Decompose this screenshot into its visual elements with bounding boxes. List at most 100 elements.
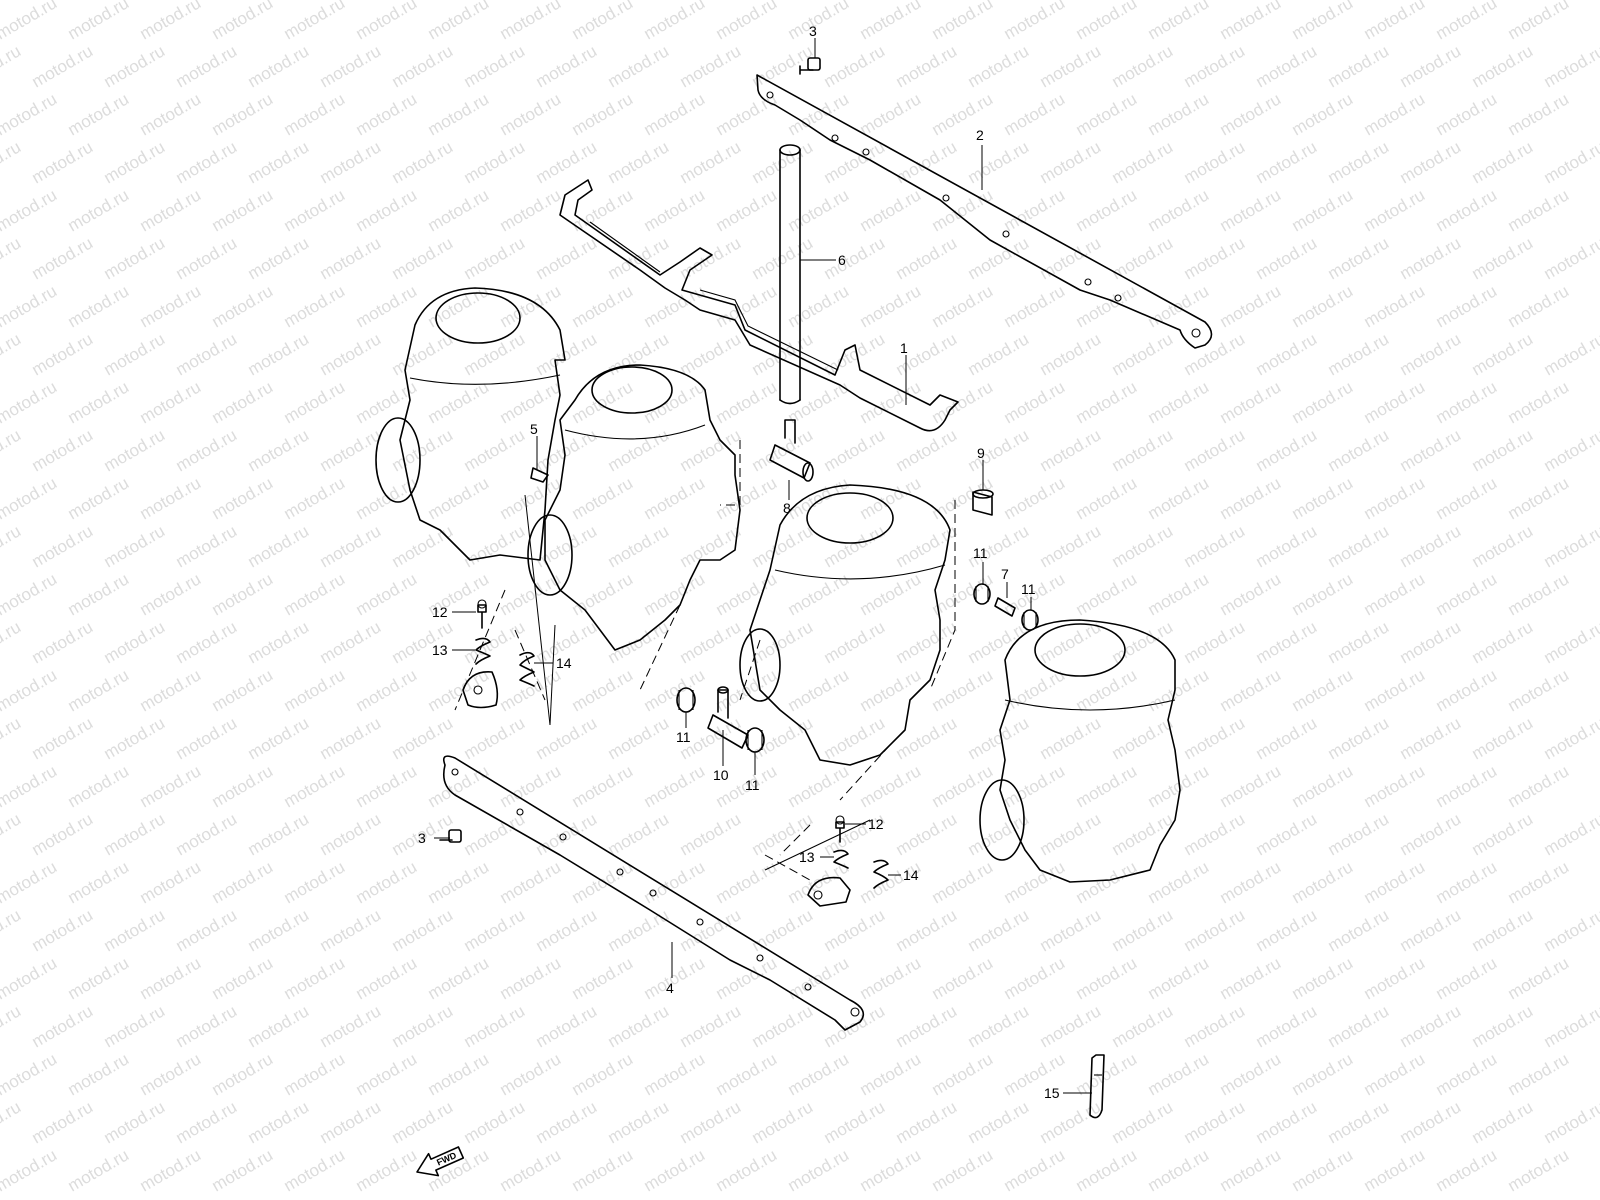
watermark-text: motod.ru xyxy=(29,329,97,379)
watermark-text: motod.ru xyxy=(1505,377,1573,427)
watermark-text: motod.ru xyxy=(353,473,421,523)
part-4-bottom-rail[interactable] xyxy=(442,755,865,1031)
part-14-spring-right[interactable] xyxy=(873,859,889,889)
watermark-text: motod.ru xyxy=(461,521,529,571)
watermark-text: motod.ru xyxy=(1541,233,1600,283)
part-3-screw-top[interactable] xyxy=(799,57,821,75)
watermark-text: motod.ru xyxy=(0,185,60,235)
watermark-text: motod.ru xyxy=(1253,233,1321,283)
watermark-text: motod.ru xyxy=(533,1001,601,1051)
watermark-text: motod.ru xyxy=(1541,329,1600,379)
watermark-text: motod.ru xyxy=(245,1001,313,1051)
watermark-text: motod.ru xyxy=(1217,569,1285,619)
part-2-top-rail[interactable] xyxy=(756,74,1213,349)
watermark-text: motod.ru xyxy=(965,41,1033,91)
watermark-text: motod.ru xyxy=(1253,809,1321,859)
watermark-text: motod.ru xyxy=(857,1049,925,1099)
watermark-text: motod.ru xyxy=(1289,185,1357,235)
watermark-text: motod.ru xyxy=(1001,761,1069,811)
watermark-text: motod.ru xyxy=(857,665,925,715)
callout-3-bottom: 3 xyxy=(418,830,426,846)
watermark-text: motod.ru xyxy=(353,1049,421,1099)
watermark-text: motod.ru xyxy=(1433,377,1501,427)
part-12-screw-left[interactable] xyxy=(477,599,487,629)
watermark-text: motod.ru xyxy=(281,89,349,139)
watermark-text: motod.ru xyxy=(209,185,277,235)
watermark-text: motod.ru xyxy=(65,665,133,715)
watermark-text: motod.ru xyxy=(173,713,241,763)
watermark-text: motod.ru xyxy=(1073,281,1141,331)
watermark-text: motod.ru xyxy=(605,233,673,283)
part-13-spring-left[interactable] xyxy=(475,637,491,665)
carburetor-1[interactable] xyxy=(375,287,566,561)
watermark-text: motod.ru xyxy=(425,953,493,1003)
part-11-grommet-right-b[interactable] xyxy=(1021,609,1039,631)
carburetor-3[interactable] xyxy=(739,484,951,766)
watermark-text: motod.ru xyxy=(1397,329,1465,379)
watermark-text: motod.ru xyxy=(605,1001,673,1051)
part-15-strap[interactable] xyxy=(1089,1054,1105,1119)
watermark-text: motod.ru xyxy=(821,233,889,283)
part-11-grommet-right-a[interactable] xyxy=(973,583,991,605)
watermark-text: motod.ru xyxy=(1433,89,1501,139)
part-5-clip[interactable] xyxy=(530,467,549,483)
watermark-text: motod.ru xyxy=(173,521,241,571)
carburetor-2[interactable] xyxy=(527,364,741,651)
part-1-bracket[interactable] xyxy=(559,179,959,432)
linkage-plate-right[interactable] xyxy=(807,876,851,907)
watermark-text: motod.ru xyxy=(1217,761,1285,811)
watermark-text: motod.ru xyxy=(533,1097,601,1147)
watermark-text: motod.ru xyxy=(317,617,385,667)
part-14-spring-left[interactable] xyxy=(519,651,535,687)
watermark-text: motod.ru xyxy=(317,425,385,475)
watermark-text: motod.ru xyxy=(713,1049,781,1099)
watermark-text: motod.ru xyxy=(1325,1001,1393,1051)
watermark-text: motod.ru xyxy=(1037,41,1105,91)
watermark-text: motod.ru xyxy=(713,185,781,235)
part-13-spring-right[interactable] xyxy=(833,849,849,869)
watermark-text: motod.ru xyxy=(317,41,385,91)
watermark-text: motod.ru xyxy=(749,521,817,571)
watermark-text: motod.ru xyxy=(65,953,133,1003)
watermark-text: motod.ru xyxy=(209,89,277,139)
part-12-screw-right[interactable] xyxy=(835,815,845,843)
carburetor-4[interactable] xyxy=(979,619,1181,883)
watermark-text: motod.ru xyxy=(605,617,673,667)
watermark-text: motod.ru xyxy=(677,809,745,859)
watermark-text: motod.ru xyxy=(1073,1049,1141,1099)
watermark-text: motod.ru xyxy=(1145,89,1213,139)
watermark-text: motod.ru xyxy=(173,617,241,667)
watermark-text: motod.ru xyxy=(1109,905,1177,955)
watermark-text: motod.ru xyxy=(641,185,709,235)
watermark-text: motod.ru xyxy=(641,377,709,427)
watermark-text: motod.ru xyxy=(1289,569,1357,619)
watermark-text: motod.ru xyxy=(65,1049,133,1099)
watermark-text: motod.ru xyxy=(1433,1145,1501,1195)
watermark-text: motod.ru xyxy=(497,1049,565,1099)
part-10-t-fitting[interactable] xyxy=(707,686,749,749)
part-3-screw-bottom[interactable] xyxy=(439,829,462,843)
part-7-pipe[interactable] xyxy=(994,597,1016,617)
watermark-text: motod.ru xyxy=(533,425,601,475)
watermark-text: motod.ru xyxy=(1361,569,1429,619)
watermark-text: motod.ru xyxy=(713,0,781,43)
watermark-text: motod.ru xyxy=(605,425,673,475)
watermark-text: motod.ru xyxy=(1541,809,1600,859)
watermark-text: motod.ru xyxy=(425,857,493,907)
watermark-text: motod.ru xyxy=(929,281,997,331)
watermark-text: motod.ru xyxy=(1073,377,1141,427)
watermark-text: motod.ru xyxy=(677,1097,745,1147)
callout-9: 9 xyxy=(977,445,985,461)
watermark-text: motod.ru xyxy=(101,41,169,91)
watermark-text: motod.ru xyxy=(317,905,385,955)
linkage-plate-left[interactable] xyxy=(462,671,499,709)
watermark-text: motod.ru xyxy=(317,1097,385,1147)
watermark-text: motod.ru xyxy=(785,185,853,235)
part-8-t-joint[interactable] xyxy=(769,419,814,482)
watermark-text: motod.ru xyxy=(569,1145,637,1195)
callout-14-right: 14 xyxy=(903,867,919,883)
watermark-text: motod.ru xyxy=(461,41,529,91)
watermark-text: motod.ru xyxy=(29,1097,97,1147)
watermark-text: motod.ru xyxy=(353,665,421,715)
watermark-text: motod.ru xyxy=(605,809,673,859)
